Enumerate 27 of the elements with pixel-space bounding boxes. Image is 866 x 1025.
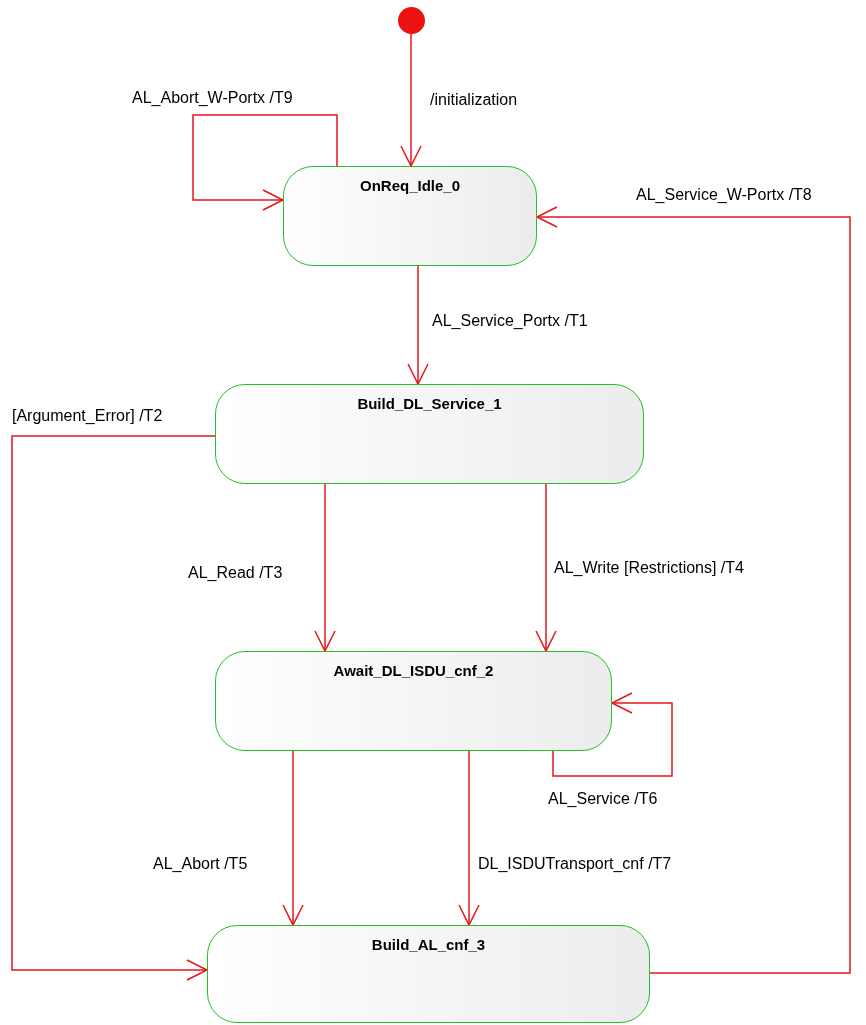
state-name: Build_DL_Service_1	[357, 394, 502, 414]
transition-arrow	[552, 692, 673, 777]
state-box	[215, 651, 612, 751]
state-name: Build_AL_cnf_3	[371, 935, 486, 955]
state-name: Await_DL_ISDU_cnf_2	[333, 661, 494, 681]
edge-label: AL_Service_W-Portx /T8	[636, 185, 812, 205]
state-box	[215, 384, 644, 484]
transition-arrow	[314, 483, 336, 652]
transition-arrow	[192, 114, 338, 211]
edge-label: AL_Write [Restrictions] /T4	[554, 558, 744, 578]
state-box	[283, 166, 537, 266]
transition-arrow	[536, 206, 851, 974]
edge-label: [Argument_Error] /T2	[12, 406, 163, 426]
edge-label: AL_Abort /T5	[153, 854, 248, 874]
edge-label: AL_Abort_W-Portx /T9	[132, 88, 293, 108]
edge-label: AL_Service /T6	[548, 789, 658, 809]
edge-label: DL_ISDUTransport_cnf /T7	[478, 854, 672, 874]
transition-arrow	[458, 750, 480, 926]
edge-label: AL_Read /T3	[188, 563, 283, 583]
transition-arrow	[407, 265, 429, 385]
transition-arrow	[400, 33, 422, 167]
transition-arrow	[282, 750, 304, 926]
transition-arrow	[535, 483, 557, 652]
state-box	[207, 925, 650, 1023]
state-name: OnReq_Idle_0	[359, 176, 460, 196]
transition-arrow	[11, 435, 216, 981]
edge-label: AL_Service_Portx /T1	[432, 311, 588, 331]
